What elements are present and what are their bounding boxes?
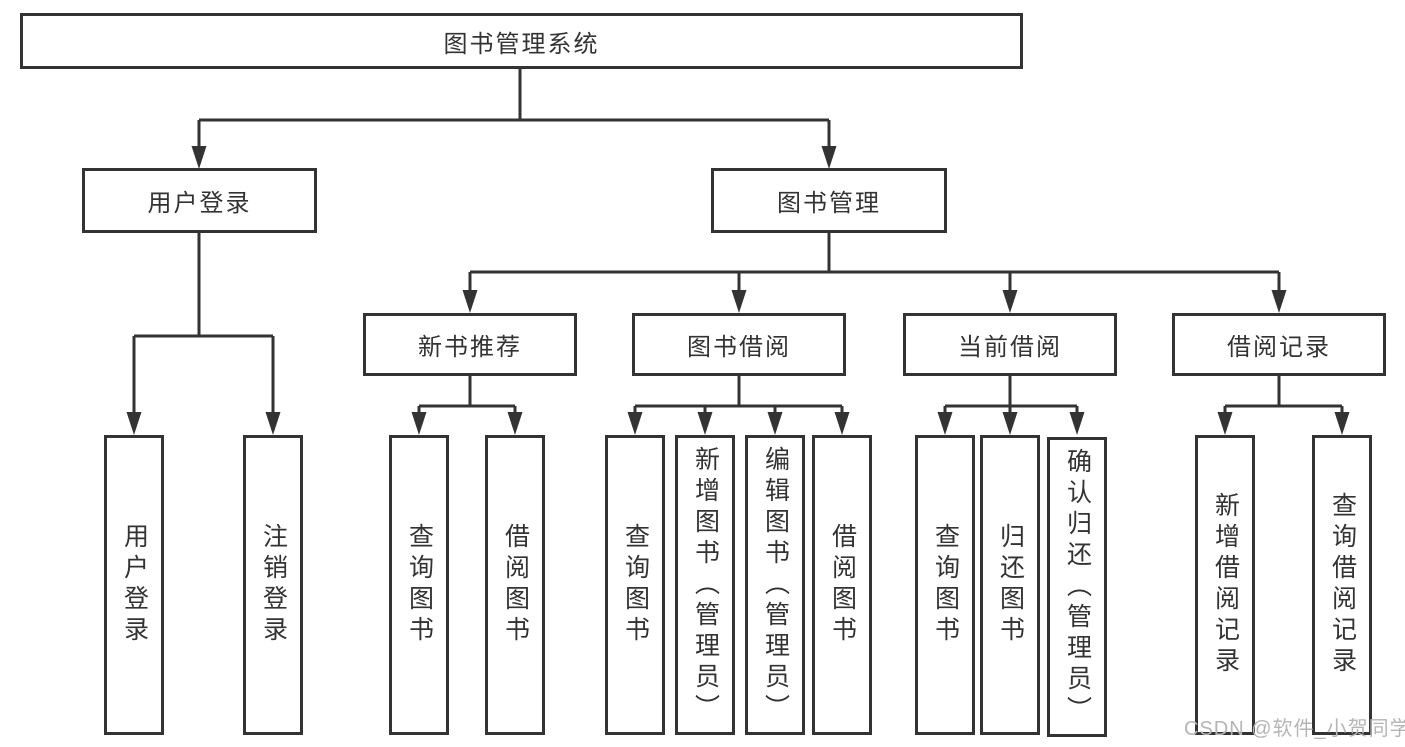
leaf-query-books-borrowing-label: 查询图书 xyxy=(621,523,650,647)
leaf-query-books-current: 查询图书 xyxy=(915,435,975,735)
node-book-borrowing: 图书借阅 xyxy=(632,313,846,376)
node-current-borrowing: 当前借阅 xyxy=(903,313,1117,376)
leaf-borrow-books-recommend-label: 借阅图书 xyxy=(501,523,530,647)
leaf-logout-login-label: 注销登录 xyxy=(259,523,288,647)
leaf-borrow-books-borrowing-label: 借阅图书 xyxy=(828,523,857,647)
leaf-edit-books-admin-label: 编辑图书（管理员） xyxy=(761,445,790,725)
leaf-borrow-books-recommend: 借阅图书 xyxy=(485,435,545,735)
leaf-add-books-admin-label: 新增图书（管理员） xyxy=(691,445,720,725)
leaf-user-login-label: 用户登录 xyxy=(120,523,149,647)
node-library-management-system: 图书管理系统 xyxy=(20,13,1023,69)
node-user-login: 用户登录 xyxy=(82,168,317,233)
leaf-add-books-admin: 新增图书（管理员） xyxy=(675,435,735,735)
leaf-add-borrow-record-label: 新增借阅记录 xyxy=(1211,492,1240,678)
leaf-return-books: 归还图书 xyxy=(980,435,1040,735)
leaf-query-books-current-label: 查询图书 xyxy=(931,523,960,647)
leaf-query-borrow-record: 查询借阅记录 xyxy=(1312,435,1372,735)
leaf-confirm-return-admin-label: 确认归还（管理员） xyxy=(1063,447,1092,727)
leaf-edit-books-admin: 编辑图书（管理员） xyxy=(745,435,805,735)
leaf-add-borrow-record: 新增借阅记录 xyxy=(1195,435,1255,735)
leaf-query-books-recommend: 查询图书 xyxy=(389,435,449,735)
node-new-book-recommendation: 新书推荐 xyxy=(363,313,577,376)
leaf-query-borrow-record-label: 查询借阅记录 xyxy=(1328,492,1357,678)
node-borrowing-records: 借阅记录 xyxy=(1172,313,1386,376)
watermark-csdn: CSDN @软件_小贺同学 xyxy=(1184,718,1405,740)
leaf-confirm-return-admin: 确认归还（管理员） xyxy=(1047,437,1107,737)
leaf-logout-login: 注销登录 xyxy=(243,435,303,735)
node-book-management: 图书管理 xyxy=(711,168,947,233)
leaf-return-books-label: 归还图书 xyxy=(996,523,1025,647)
leaf-query-books-recommend-label: 查询图书 xyxy=(405,523,434,647)
leaf-user-login: 用户登录 xyxy=(104,435,164,735)
leaf-query-books-borrowing: 查询图书 xyxy=(605,435,665,735)
leaf-borrow-books-borrowing: 借阅图书 xyxy=(812,435,872,735)
